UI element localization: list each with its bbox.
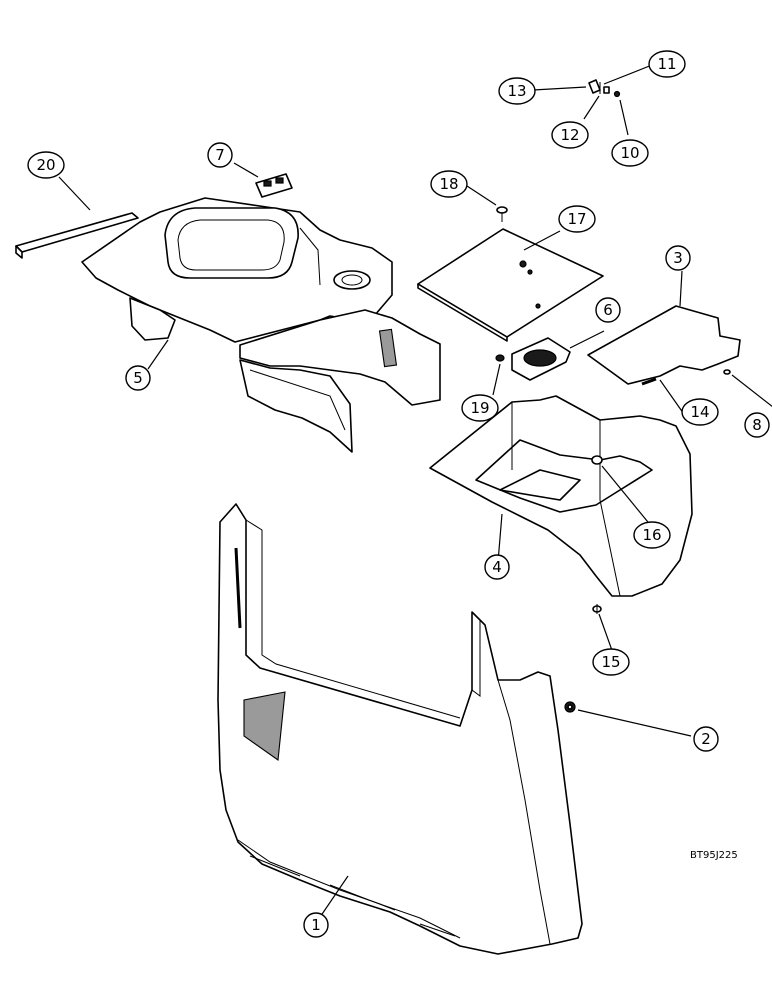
svg-text:3: 3 bbox=[673, 249, 683, 267]
callout-12: 12 bbox=[551, 121, 589, 149]
svg-text:16: 16 bbox=[642, 526, 661, 544]
svg-text:18: 18 bbox=[439, 175, 458, 193]
callout-16: 16 bbox=[633, 521, 671, 549]
part-3-mat bbox=[587, 305, 741, 385]
part-18-screw bbox=[496, 206, 508, 222]
reference-code: BT95J225 bbox=[690, 850, 738, 861]
part-20-bar bbox=[15, 212, 139, 259]
callout-19: 19 bbox=[461, 394, 499, 422]
callout-7: 7 bbox=[207, 142, 233, 168]
svg-text:12: 12 bbox=[560, 126, 579, 144]
part-7-bracket bbox=[255, 173, 293, 198]
part-4-tray bbox=[429, 395, 693, 597]
parts-10-13-hardware bbox=[588, 79, 621, 98]
part-5-console-panel bbox=[81, 197, 441, 453]
svg-text:5: 5 bbox=[133, 369, 143, 387]
callout-11: 11 bbox=[648, 50, 686, 78]
callouts: 20 7 13 11 12 10 18 17 bbox=[27, 50, 770, 938]
part-8-clip bbox=[723, 369, 731, 375]
svg-text:6: 6 bbox=[603, 301, 613, 319]
svg-text:17: 17 bbox=[567, 210, 586, 228]
part-16-screw bbox=[591, 455, 603, 465]
part-15-screw bbox=[592, 604, 602, 614]
callout-13: 13 bbox=[498, 77, 536, 105]
callout-3: 3 bbox=[665, 245, 691, 271]
part-14-pin bbox=[641, 377, 657, 386]
callout-6: 6 bbox=[595, 297, 621, 323]
callout-8: 8 bbox=[744, 412, 770, 438]
svg-text:11: 11 bbox=[657, 55, 676, 73]
callout-20: 20 bbox=[27, 151, 65, 179]
callout-4: 4 bbox=[484, 554, 510, 580]
svg-text:13: 13 bbox=[507, 82, 526, 100]
part-6-cup-holder bbox=[511, 337, 571, 381]
svg-text:2: 2 bbox=[701, 730, 711, 748]
part-1-cover bbox=[217, 503, 583, 955]
svg-text:7: 7 bbox=[215, 146, 225, 164]
svg-text:4: 4 bbox=[492, 558, 502, 576]
svg-text:19: 19 bbox=[470, 399, 489, 417]
part-19-nut bbox=[495, 354, 505, 362]
svg-text:8: 8 bbox=[752, 416, 762, 434]
callout-18: 18 bbox=[430, 170, 468, 198]
callout-1: 1 bbox=[303, 912, 329, 938]
callout-5: 5 bbox=[125, 365, 151, 391]
svg-text:15: 15 bbox=[601, 653, 620, 671]
svg-text:14: 14 bbox=[690, 403, 709, 421]
leader-lines bbox=[58, 64, 772, 924]
part-2-fastener bbox=[564, 701, 576, 713]
callout-2: 2 bbox=[693, 726, 719, 752]
part-17-plate bbox=[417, 228, 604, 342]
callout-17: 17 bbox=[558, 205, 596, 233]
callout-14: 14 bbox=[681, 398, 719, 426]
callout-15: 15 bbox=[592, 648, 630, 676]
svg-text:1: 1 bbox=[311, 916, 321, 934]
svg-text:20: 20 bbox=[36, 156, 55, 174]
callout-10: 10 bbox=[611, 139, 649, 167]
svg-text:10: 10 bbox=[620, 144, 639, 162]
